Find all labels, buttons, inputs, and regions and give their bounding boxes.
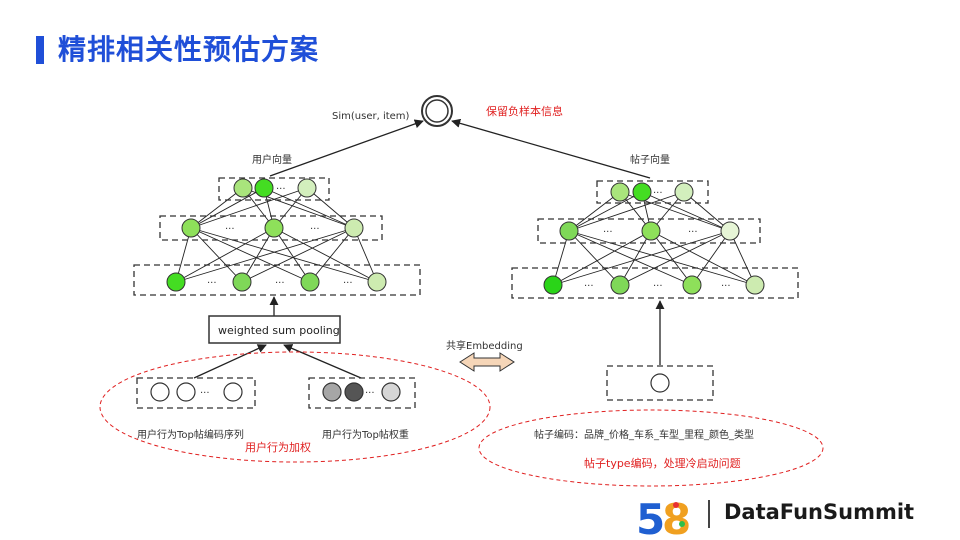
keep-negative-label: 保留负样本信息 [486, 104, 563, 118]
title-accent-bar [36, 36, 44, 64]
svg-text:5: 5 [636, 495, 665, 540]
dots: ··· [207, 278, 217, 289]
pooling-label: weighted sum pooling [218, 324, 340, 337]
dots: ··· [653, 188, 663, 199]
dots: ··· [603, 227, 613, 238]
dots: ··· [365, 388, 375, 399]
user-behavior-ellipse [99, 351, 491, 463]
user-seq-box [136, 377, 256, 409]
user-vector-label: 用户向量 [252, 153, 292, 166]
dots: ··· [721, 281, 731, 292]
shared-embedding-label: 共享Embedding [446, 339, 523, 352]
weight-to-pooling-arrow [283, 344, 362, 379]
shared-embedding-arrow [459, 352, 515, 372]
page-title: 精排相关性预估方案 [58, 33, 320, 66]
user-tower [133, 177, 421, 296]
post-input-box [606, 365, 714, 401]
post-encoding-label: 帖子编码：品牌_价格_车系_车型_里程_颜色_类型 [534, 428, 754, 441]
logo-58: 5 8 [636, 495, 691, 540]
dots: ··· [584, 281, 594, 292]
post-tower [511, 180, 799, 299]
post-type-encoding-label: 帖子type编码，处理冷启动问题 [584, 456, 741, 470]
dots: ··· [310, 224, 320, 235]
dots: ··· [275, 278, 285, 289]
dots: ··· [688, 227, 698, 238]
post-vector-label: 帖子向量 [630, 153, 670, 166]
footer-divider [708, 500, 710, 528]
dots: ··· [343, 278, 353, 289]
user-weighting-label: 用户行为加权 [245, 440, 311, 454]
sim-output-node [421, 95, 453, 127]
brand-name: DataFunSummit [724, 500, 915, 524]
post-input-node [650, 373, 670, 393]
user-seq-label: 用户行为Top帖编码序列 [137, 428, 244, 441]
user-to-sim-arrow [269, 119, 424, 177]
user-weight-box [308, 377, 416, 409]
dots: ··· [653, 281, 663, 292]
dots: ··· [200, 388, 210, 399]
pooling-box [208, 315, 341, 344]
sim-label: Sim(user, item) [332, 111, 410, 122]
post-to-sim-arrow [451, 118, 651, 179]
user-weight-label: 用户行为Top帖权重 [322, 428, 409, 441]
dots: ··· [225, 224, 235, 235]
svg-text:8: 8 [662, 495, 691, 540]
seq-to-pooling-arrow [193, 344, 267, 379]
post-encoding-ellipse [478, 409, 824, 487]
dots: ··· [276, 184, 286, 195]
